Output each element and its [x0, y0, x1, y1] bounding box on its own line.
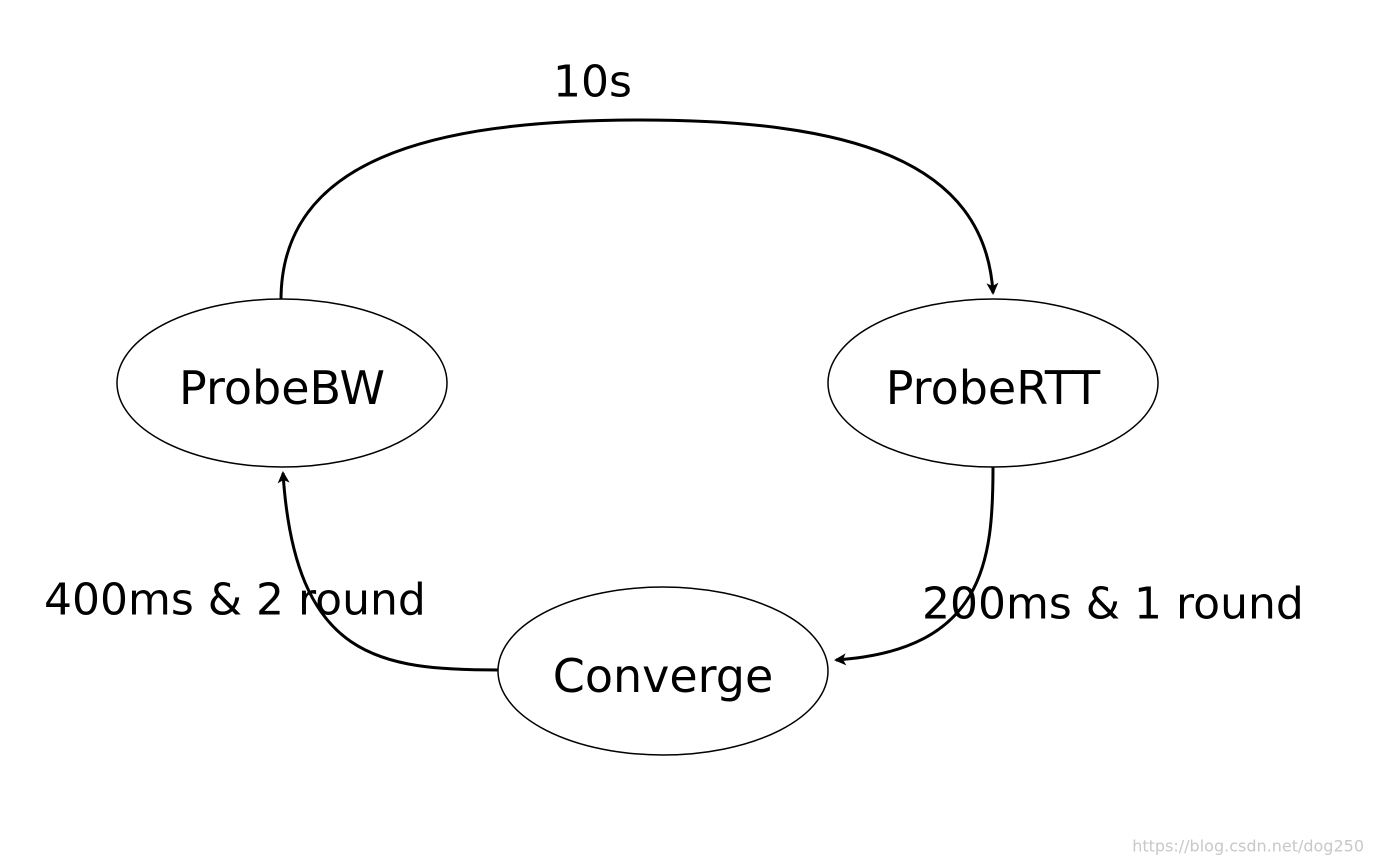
- node-converge-shape: [497, 586, 829, 756]
- node-probebw-shape: [116, 298, 448, 468]
- node-probertt: ProbeRTT: [827, 298, 1159, 468]
- edge-probertt-to-converge-line: [834, 466, 995, 666]
- watermark-text: https://blog.csdn.net/dog250: [1132, 837, 1364, 856]
- edge-probebw-to-probertt-line: [279, 118, 999, 301]
- node-probertt-shape: [827, 298, 1159, 468]
- node-converge-label: Converge: [553, 649, 774, 703]
- edge-probertt-to-converge-label: 200ms & 1 round: [922, 579, 1304, 630]
- node-probertt-label: ProbeRTT: [886, 361, 1101, 415]
- edge-converge-to-probebw-label: 400ms & 2 round: [44, 575, 426, 626]
- edge-probebw-to-probertt: 10s: [279, 57, 999, 301]
- edge-converge-to-probebw-line: [277, 471, 501, 672]
- node-probebw: ProbeBW: [116, 298, 448, 468]
- edge-probertt-to-converge: 200ms & 1 round: [834, 466, 1304, 666]
- node-probebw-label: ProbeBW: [179, 361, 385, 415]
- node-converge: Converge: [497, 586, 829, 756]
- edge-probebw-to-probertt-label: 10s: [553, 57, 632, 108]
- edge-converge-to-probebw: 400ms & 2 round: [44, 471, 501, 672]
